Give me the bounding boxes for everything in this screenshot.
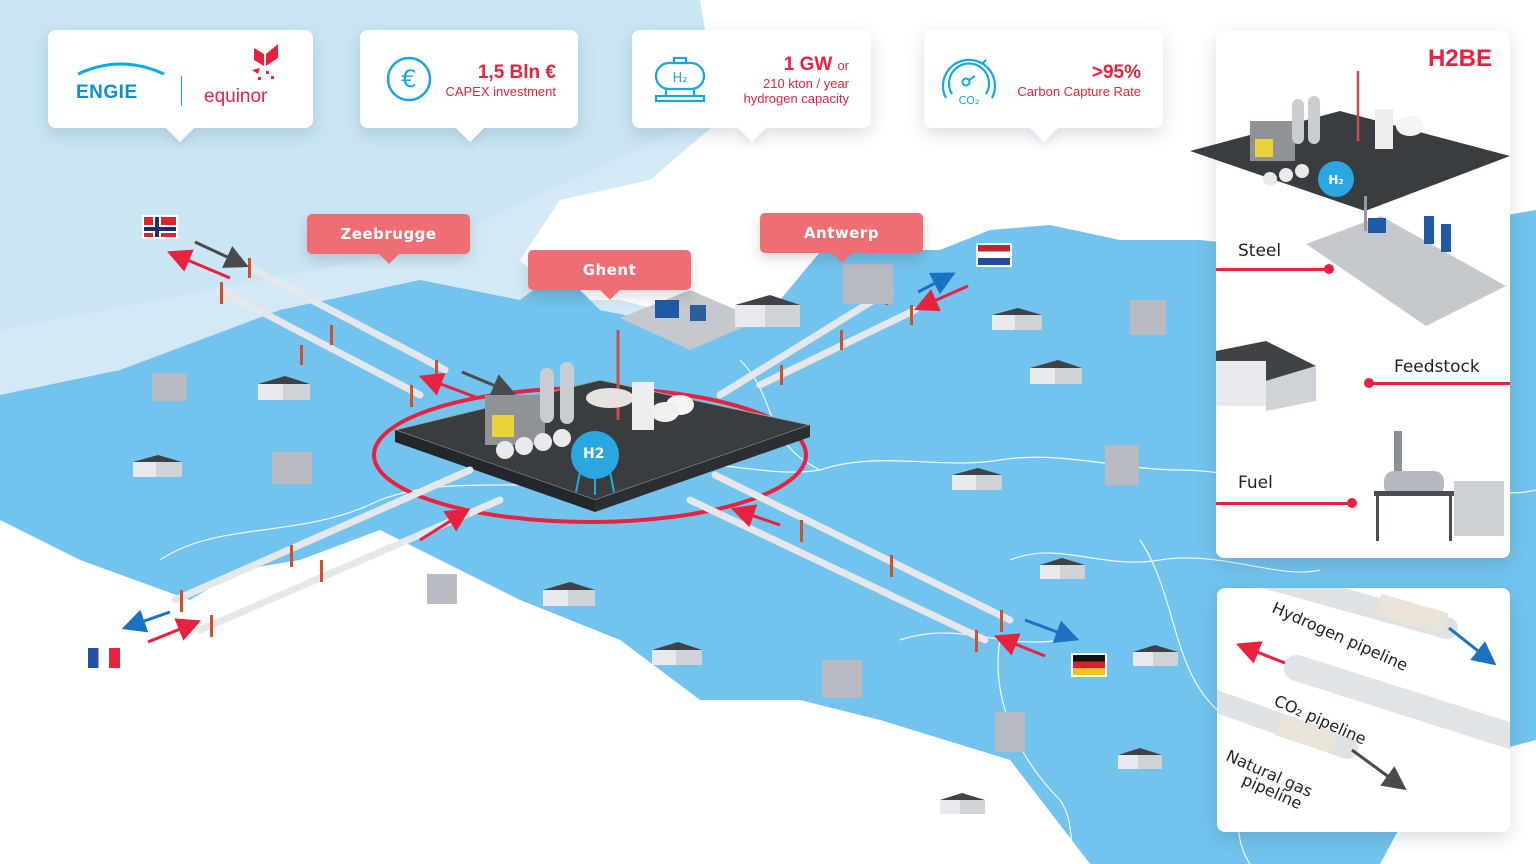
- stat-card-carbon-capture: CO₂ >95% Carbon Capture Rate: [924, 30, 1163, 143]
- offtaker-label-fuel: Fuel: [1238, 473, 1273, 493]
- steel-connector-dot: [1324, 264, 1334, 274]
- capacity-label: hydrogen capacity: [743, 91, 849, 106]
- logo-divider: [181, 76, 182, 106]
- fuel-connector-dot: [1347, 498, 1357, 508]
- pipeline-norway: [216, 261, 449, 399]
- svg-text:H₂: H₂: [1328, 173, 1343, 187]
- equinor-star-icon: [252, 44, 278, 80]
- germany-flag: [1071, 653, 1107, 677]
- equinor-logo: equinor: [204, 86, 268, 107]
- svg-text:CO₂: CO₂: [959, 94, 980, 107]
- steel-plant-illustration: [1306, 196, 1506, 326]
- pipeline-legend: Hydrogen pipeline CO₂ pipeline Natural g…: [1217, 588, 1510, 832]
- euro-icon: €: [386, 56, 432, 102]
- hub-equipment: [485, 330, 694, 495]
- capacity-tonnage: 210 kton / year: [763, 76, 849, 91]
- co2-arrow-norway: [166, 249, 231, 280]
- natural-gas-pipe-illustration: [1217, 689, 1407, 791]
- hydrogen-pipe-illustration: [1262, 588, 1497, 666]
- capacity-value: 1 GW: [783, 54, 833, 75]
- hub-h2-label: H2: [583, 446, 605, 462]
- feedstock-connector-line: [1368, 382, 1510, 385]
- svg-text:€: €: [401, 65, 416, 93]
- city-label-ghent: Ghent: [528, 250, 691, 300]
- h2-arrow-france: [121, 609, 171, 633]
- h2be-plant-illustration: H₂: [1190, 71, 1510, 211]
- capex-label: CAPEX investment: [445, 84, 556, 99]
- co2-pipe-illustration: [1235, 641, 1510, 750]
- fuel-plant-illustration: [1374, 431, 1504, 541]
- warehouse-illustration: [1216, 341, 1316, 411]
- panel-title: H2BE: [1427, 45, 1492, 72]
- offtaker-label-steel: Steel: [1238, 241, 1282, 261]
- stat-card-capex: € 1,5 Bln € CAPEX investment: [360, 30, 578, 143]
- capacity-or: or: [837, 58, 849, 73]
- capture-value: >95%: [1091, 62, 1141, 83]
- co2-gauge-icon: CO₂: [941, 58, 997, 107]
- partners-card: ENGIE equinor: [48, 30, 313, 143]
- steel-connector-line: [1216, 268, 1326, 271]
- pipeline-netherlands: [716, 286, 919, 399]
- gas-arrow-hub: [461, 370, 517, 397]
- norway-flag: [142, 215, 178, 239]
- engie-logo: ENGIE: [76, 82, 138, 103]
- fuel-connector-line: [1216, 502, 1351, 505]
- industrial-sites: [133, 264, 1178, 814]
- hydrogen-tank-icon: H₂: [654, 56, 706, 103]
- stat-card-capacity: H₂ 1 GW or 210 kton / year hydrogen capa…: [632, 30, 871, 143]
- city-label-antwerp: Antwerp: [760, 213, 923, 263]
- capture-label: Carbon Capture Rate: [1017, 84, 1141, 99]
- h2-arrow-germany: [1024, 618, 1080, 644]
- gas-arrow-norway: [194, 240, 249, 268]
- h2be-panel: H2BE H₂: [1190, 31, 1510, 558]
- feedstock-connector-dot: [1364, 378, 1374, 388]
- netherlands-flag: [976, 243, 1012, 267]
- france-flag: [86, 646, 122, 670]
- capex-value: 1,5 Bln €: [477, 62, 556, 83]
- offtaker-label-feedstock: Feedstock: [1394, 357, 1480, 377]
- svg-text:H₂: H₂: [673, 71, 688, 86]
- engie-arc-icon: [77, 62, 165, 76]
- city-label-zeebrugge: Zeebrugge: [307, 214, 470, 264]
